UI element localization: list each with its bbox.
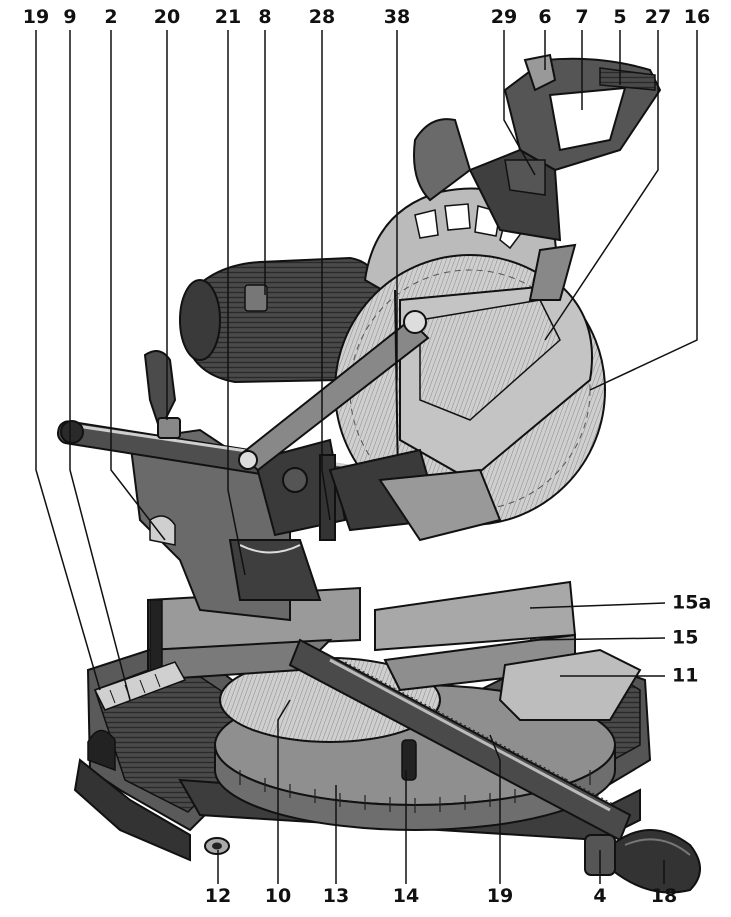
carry-grip [93,661,187,711]
label-18: 18 [650,885,678,907]
label-9: 9 [63,6,77,28]
bevel-scale [228,539,322,601]
label-5: 5 [613,6,627,28]
label-2: 2 [104,6,118,28]
label-15: 15 [672,626,699,649]
label-11: 11 [672,664,699,687]
label-19-bottom: 19 [486,885,514,907]
side-grip [413,118,472,202]
label-19-top: 19 [22,6,50,28]
label-6: 6 [538,6,552,28]
handle-grip [599,67,656,91]
label-29: 29 [490,6,518,28]
bevel-knob [157,417,181,439]
label-12: 12 [204,885,232,907]
mitre-lock [401,739,417,781]
label-7: 7 [575,6,589,28]
label-15a: 15a [672,591,712,614]
extension-table [498,648,642,721]
base [73,580,701,894]
label-28: 28 [308,6,336,28]
label-20: 20 [153,6,181,28]
label-16: 16 [683,6,711,28]
trigger-switch [523,53,557,92]
label-10: 10 [264,885,292,907]
label-14: 14 [392,885,420,907]
base-foot-left [73,758,191,862]
label-13: 13 [322,885,350,907]
label-38: 38 [383,6,411,28]
label-8: 8 [258,6,272,28]
label-21: 21 [214,6,242,28]
label-27: 27 [644,6,672,28]
handle-assembly [413,53,662,242]
leader-lines [35,30,698,884]
label-4: 4 [593,885,607,907]
